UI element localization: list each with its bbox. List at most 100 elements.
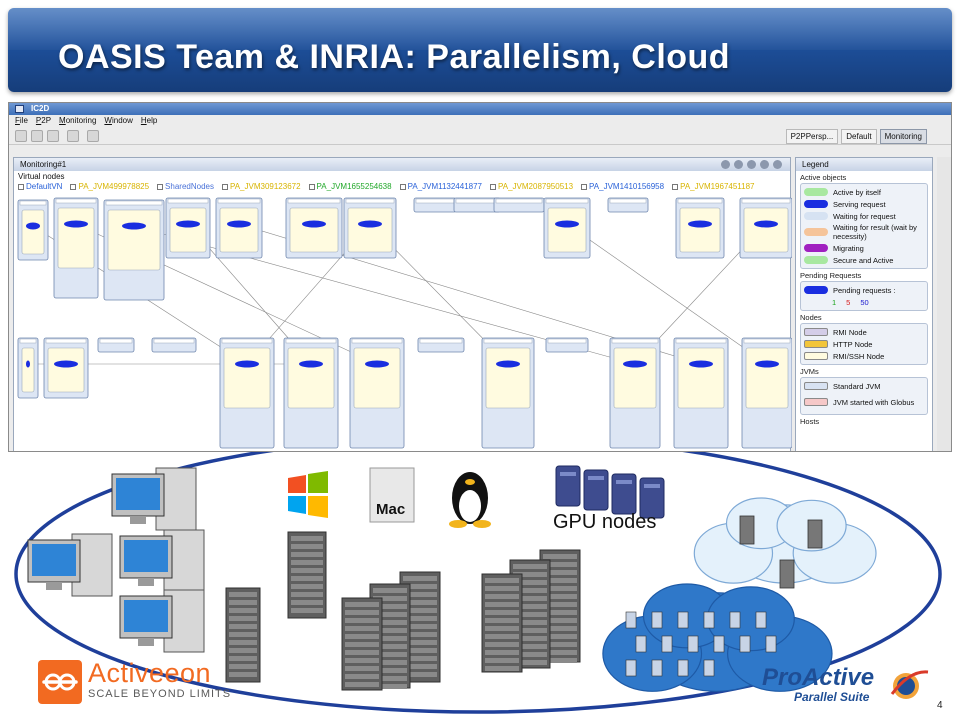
activeeon-name: Activeeon bbox=[88, 658, 212, 688]
cloud-server-icon bbox=[703, 611, 715, 629]
rack-slot bbox=[403, 600, 437, 605]
gpu-node-slot bbox=[644, 484, 660, 488]
banner-gloss bbox=[8, 8, 952, 50]
virtual-node-checkbox[interactable] bbox=[672, 183, 679, 190]
communication-link bbox=[566, 223, 768, 365]
monitor-zoom-in-icon[interactable] bbox=[734, 160, 743, 169]
host-header bbox=[677, 198, 723, 204]
rack-slot bbox=[229, 624, 257, 629]
active-object bbox=[26, 222, 40, 230]
virtual-node-checkbox[interactable] bbox=[70, 183, 77, 190]
rack-slot bbox=[403, 624, 437, 629]
ic2d-toolbar: P2PPersp... Default Monitoring bbox=[9, 127, 951, 145]
host-header bbox=[545, 198, 589, 204]
cloud-server-icon bbox=[635, 635, 647, 653]
virtual-node-5[interactable]: PA_JVM1132441877 bbox=[399, 182, 483, 191]
rack-slot bbox=[229, 608, 257, 613]
active-object bbox=[299, 360, 323, 368]
virtual-node-3[interactable]: PA_JVM309123672 bbox=[221, 182, 301, 191]
rack-slot bbox=[345, 642, 379, 647]
windows-icon bbox=[288, 471, 328, 518]
menu-monitoring[interactable]: Monitoring bbox=[59, 116, 97, 125]
monitor-settings-icon[interactable] bbox=[760, 160, 769, 169]
toolbar-new-view-icon[interactable] bbox=[87, 130, 99, 142]
virtual-node-checkbox[interactable] bbox=[221, 183, 228, 190]
rack-slot bbox=[345, 658, 379, 663]
legend-swatch bbox=[804, 340, 828, 348]
windows-pane bbox=[288, 475, 306, 493]
rack-slot bbox=[543, 618, 577, 623]
stand bbox=[138, 638, 154, 646]
rack-slot bbox=[485, 626, 519, 631]
monitoring-tab[interactable]: Monitoring#1 bbox=[14, 158, 790, 171]
active-object bbox=[365, 360, 389, 368]
legend-jvms-title: JVMs bbox=[800, 367, 819, 376]
perspective-p2p[interactable]: P2PPersp... bbox=[785, 129, 839, 144]
virtual-node-label: PA_JVM1655254638 bbox=[316, 182, 392, 191]
virtual-node-0[interactable]: DefaultVN bbox=[18, 182, 62, 191]
rack-slot bbox=[513, 644, 547, 649]
menu-p2p[interactable]: P2P bbox=[35, 116, 52, 125]
legend-item: RMI/SSH Node bbox=[804, 350, 924, 362]
ic2d-window: IC2D File P2P Monitoring Window Help P2P… bbox=[8, 102, 952, 452]
active-object bbox=[176, 220, 200, 228]
host-header bbox=[153, 338, 195, 344]
pending-value-50: 50 bbox=[860, 297, 869, 307]
rack-slot bbox=[513, 660, 547, 665]
slide-title: OASIS Team & INRIA: Parallelism, Cloud bbox=[58, 38, 731, 76]
workstation-icon bbox=[111, 467, 197, 531]
toolbar-forward-icon[interactable] bbox=[47, 130, 59, 142]
toolbar-back-icon[interactable] bbox=[31, 130, 43, 142]
virtual-node-checkbox[interactable] bbox=[490, 183, 497, 190]
virtual-node-checkbox[interactable] bbox=[581, 183, 588, 190]
rack-slot bbox=[291, 592, 323, 597]
menu-help[interactable]: Help bbox=[140, 116, 158, 125]
virtual-node-checkbox[interactable] bbox=[18, 183, 24, 190]
ic2d-app-icon bbox=[15, 105, 24, 113]
windows-pane bbox=[308, 471, 328, 493]
rack-slot bbox=[513, 604, 547, 609]
menu-file[interactable]: File bbox=[15, 116, 28, 125]
rack-slot bbox=[373, 668, 407, 673]
rack-slot bbox=[373, 660, 407, 665]
rack-slot bbox=[345, 610, 379, 615]
legend-item: JVM started with Globus bbox=[804, 392, 924, 412]
virtual-node-checkbox[interactable] bbox=[399, 183, 406, 190]
rack-slot bbox=[345, 650, 379, 655]
virtual-node-2[interactable]: SharedNodes bbox=[157, 182, 214, 191]
virtual-node-checkbox[interactable] bbox=[308, 183, 315, 190]
workstation-icon bbox=[119, 589, 205, 653]
node-box bbox=[679, 207, 721, 253]
host-header bbox=[19, 200, 47, 206]
virtual-node-7[interactable]: PA_JVM1410156958 bbox=[581, 182, 664, 191]
rack-slot bbox=[513, 572, 547, 577]
monitor-minimize-icon[interactable] bbox=[773, 160, 782, 169]
legend-tab[interactable]: Legend bbox=[796, 158, 932, 171]
host-header bbox=[105, 200, 163, 206]
virtual-node-1[interactable]: PA_JVM499978825 bbox=[70, 182, 149, 191]
perspective-monitoring[interactable]: Monitoring bbox=[879, 129, 927, 144]
monitor-refresh-icon[interactable] bbox=[721, 160, 730, 169]
node-box bbox=[21, 347, 35, 393]
cloud-server-icon bbox=[677, 611, 689, 629]
legend-pending-label: Pending requests : bbox=[833, 285, 896, 295]
menu-window[interactable]: Window bbox=[104, 116, 133, 125]
monitor-zoom-out-icon[interactable] bbox=[747, 160, 756, 169]
toolbar-run-icon[interactable] bbox=[67, 130, 79, 142]
toolbar-save-icon[interactable] bbox=[15, 130, 27, 142]
virtual-node-checkbox[interactable] bbox=[157, 183, 164, 190]
legend-swatch bbox=[804, 352, 828, 360]
host-header bbox=[55, 198, 97, 204]
host-header bbox=[99, 338, 133, 344]
virtual-node-6[interactable]: PA_JVM2087950513 bbox=[490, 182, 573, 191]
legend-nodes-title: Nodes bbox=[800, 313, 822, 322]
virtual-node-label: PA_JVM1132441877 bbox=[407, 182, 483, 191]
virtual-node-4[interactable]: PA_JVM1655254638 bbox=[308, 182, 392, 191]
perspective-default[interactable]: Default bbox=[841, 129, 877, 144]
virtual-node-8[interactable]: PA_JVM1967451187 bbox=[672, 182, 755, 191]
node-box bbox=[287, 347, 335, 409]
rack-slot bbox=[403, 640, 437, 645]
